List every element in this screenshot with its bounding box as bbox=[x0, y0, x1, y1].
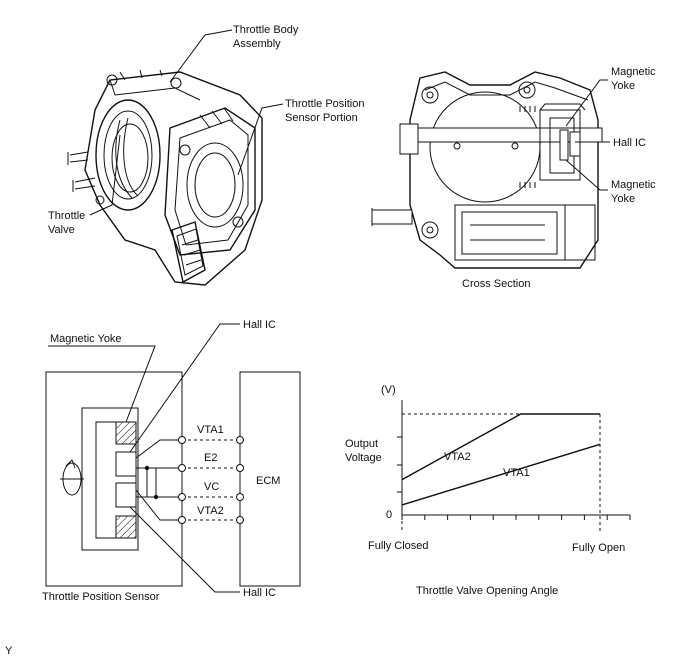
y-label-2: Voltage bbox=[345, 452, 382, 464]
hall-ic-upper bbox=[115, 451, 137, 477]
throttle-body-assembly-label-1: Throttle Body bbox=[233, 24, 299, 36]
hall-ic-label-top-right: Hall IC bbox=[613, 137, 646, 149]
hall-ic-lower bbox=[115, 482, 137, 508]
terminal-vta1-label: VTA1 bbox=[197, 424, 224, 436]
series-vta2-label: VTA2 bbox=[444, 451, 471, 463]
graph-caption: Throttle Valve Opening Angle bbox=[416, 585, 558, 597]
hall-ic-label-bottom: Hall IC bbox=[243, 587, 276, 599]
terminal-e2-label: E2 bbox=[204, 452, 217, 464]
y-label-1: Output bbox=[345, 438, 378, 450]
ecm-box bbox=[239, 371, 301, 587]
throttle-valve-label-1: Throttle bbox=[48, 210, 85, 222]
tps-portion-label-1: Throttle Position bbox=[285, 98, 364, 110]
tps-portion-label-2: Sensor Portion bbox=[285, 112, 358, 124]
y-unit-label: (V) bbox=[381, 384, 396, 396]
cross-section-illustration bbox=[371, 71, 610, 269]
x-start-label: Fully Closed bbox=[368, 540, 429, 552]
magnetic-yoke-lower-label-1: Magnetic bbox=[611, 179, 656, 191]
throttle-valve-label-2: Valve bbox=[48, 224, 75, 236]
ecm-label: ECM bbox=[256, 475, 280, 487]
magnetic-yoke-lower bbox=[115, 515, 137, 539]
hall-ic-label-top: Hall IC bbox=[243, 319, 276, 331]
magnetic-yoke-label: Magnetic Yoke bbox=[50, 333, 122, 345]
terminal-vc-label: VC bbox=[204, 481, 219, 493]
throttle-body-illustration bbox=[67, 29, 284, 286]
terminal-vta2-label: VTA2 bbox=[197, 505, 224, 517]
throttle-body-assembly-label-2: Assembly bbox=[233, 38, 281, 50]
magnetic-yoke-upper-label-2: Yoke bbox=[611, 80, 635, 92]
series-vta2-line bbox=[401, 413, 600, 481]
voltage-graph bbox=[397, 400, 631, 533]
series-vta1-label: VTA1 bbox=[503, 467, 530, 479]
x-end-label: Fully Open bbox=[572, 542, 625, 554]
cross-section-caption: Cross Section bbox=[462, 278, 530, 290]
magnetic-yoke-upper bbox=[115, 421, 137, 445]
tps-caption: Throttle Position Sensor bbox=[42, 591, 160, 603]
corner-mark: Y bbox=[5, 645, 13, 657]
magnetic-yoke-upper-label-1: Magnetic bbox=[611, 66, 656, 78]
tps-circuit bbox=[45, 323, 301, 593]
magnetic-yoke-lower-label-2: Yoke bbox=[611, 193, 635, 205]
series-vta1-line bbox=[401, 443, 601, 506]
sensor-box bbox=[45, 371, 183, 587]
y-zero-label: 0 bbox=[386, 509, 392, 521]
